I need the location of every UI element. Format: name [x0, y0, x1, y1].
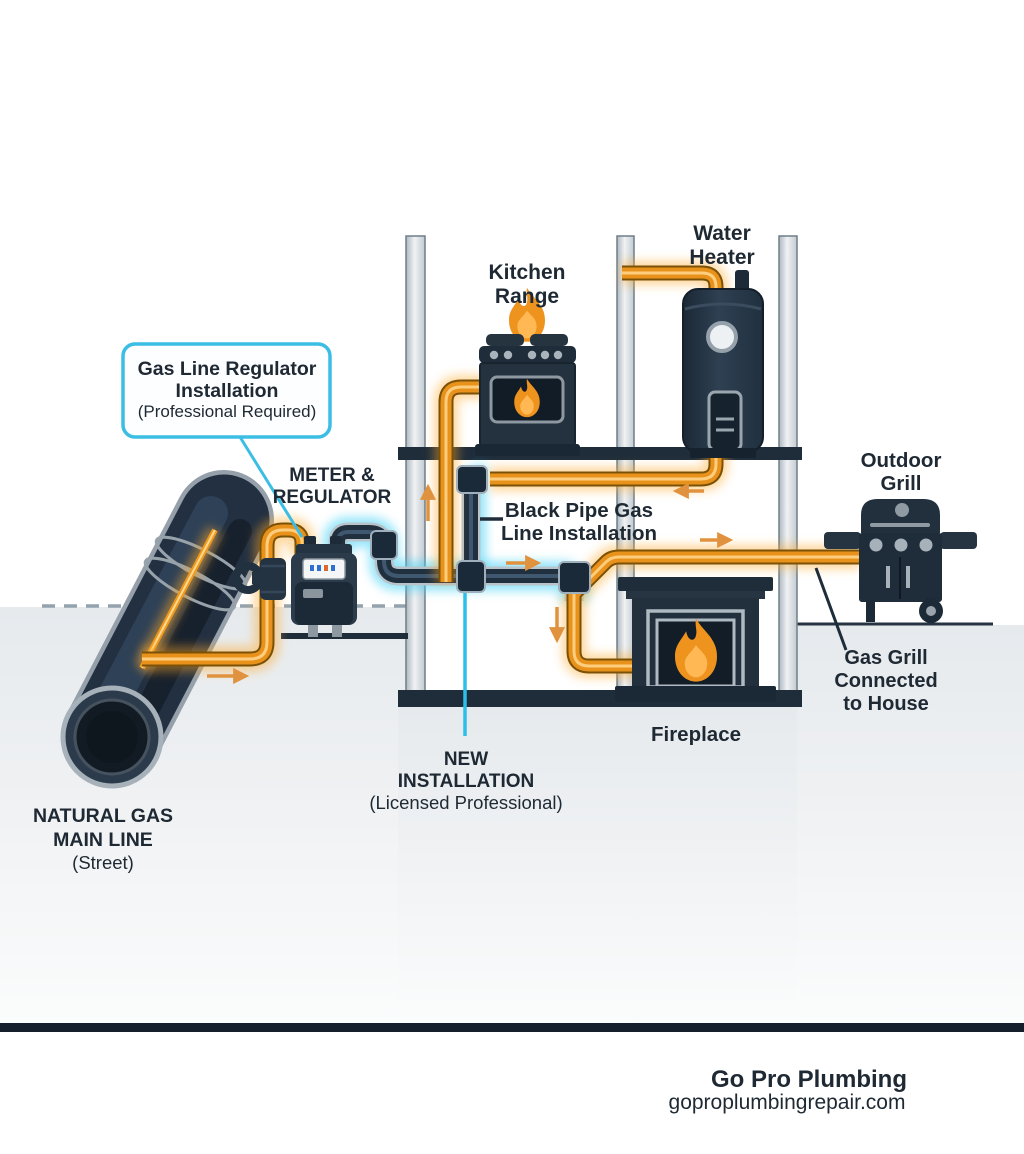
callout-subtitle: (Professional Required)	[138, 402, 317, 421]
callout-title-line1: Gas Line Regulator	[138, 358, 317, 380]
label-fireplace: Fireplace	[651, 723, 741, 746]
meter-platform	[281, 633, 408, 639]
fireplace-icon	[615, 577, 776, 702]
label-water-heater-line2: Heater	[689, 246, 754, 269]
label-water-heater-line1: Water	[693, 222, 751, 245]
label-new-installation-line2: INSTALLATION	[398, 771, 535, 792]
regulator-callout: Gas Line Regulator Installation (Profess…	[121, 342, 332, 439]
label-main-line-line3: (Street)	[72, 852, 134, 873]
label-outdoor-grill-line2: Grill	[880, 472, 921, 495]
label-meter-line2: REGULATOR	[273, 487, 392, 508]
label-gas-grill-line2: Connected	[834, 670, 937, 692]
natural-gas-main-pipe	[60, 470, 274, 789]
water-heater-port	[706, 321, 738, 353]
outdoor-grill-icon	[824, 499, 977, 623]
orange-pipe-runs	[434, 261, 860, 678]
brand-name: Go Pro Plumbing	[711, 1066, 907, 1093]
label-meter-line1: METER &	[289, 465, 375, 486]
label-gas-grill-line1: Gas Grill	[844, 647, 927, 669]
label-kitchen-range-line1: Kitchen	[488, 261, 565, 284]
brand-website: goproplumbingrepair.com	[669, 1091, 906, 1114]
label-black-pipe-line2: Line Installation	[501, 522, 657, 545]
kitchen-range-icon	[475, 287, 580, 456]
ground-right	[797, 625, 1024, 1023]
shutoff-valve-icon	[232, 558, 286, 600]
gas-meter-icon	[291, 536, 357, 637]
label-kitchen-range-line2: Range	[495, 285, 559, 308]
wall-stud-left	[405, 235, 426, 703]
label-main-line-line1: NATURAL GAS	[33, 805, 173, 827]
callout-title-line2: Installation	[176, 380, 279, 402]
label-black-pipe-line1: Black Pipe Gas	[505, 499, 653, 522]
footer-divider-bar	[0, 1023, 1024, 1032]
water-heater-panel	[707, 390, 743, 452]
label-gas-grill-line3: to House	[843, 693, 929, 715]
diagram-labels: METER & REGULATOR Kitchen Range Water He…	[33, 222, 941, 873]
wall-stud-right	[778, 235, 798, 703]
ground-left	[0, 607, 406, 1023]
water-heater-icon	[682, 270, 764, 458]
ground-under-house	[398, 704, 802, 1023]
callout-leader-line	[238, 436, 304, 538]
label-main-line-line2: MAIN LINE	[53, 829, 153, 851]
flow-arrows	[207, 482, 734, 685]
label-outdoor-grill-line1: Outdoor	[861, 449, 942, 472]
black-pipe-fittings	[370, 465, 591, 594]
label-new-installation-line3: (Licensed Professional)	[369, 792, 562, 813]
gas-grill-leader-line	[814, 567, 848, 651]
label-new-installation-line1: NEW	[444, 749, 488, 770]
